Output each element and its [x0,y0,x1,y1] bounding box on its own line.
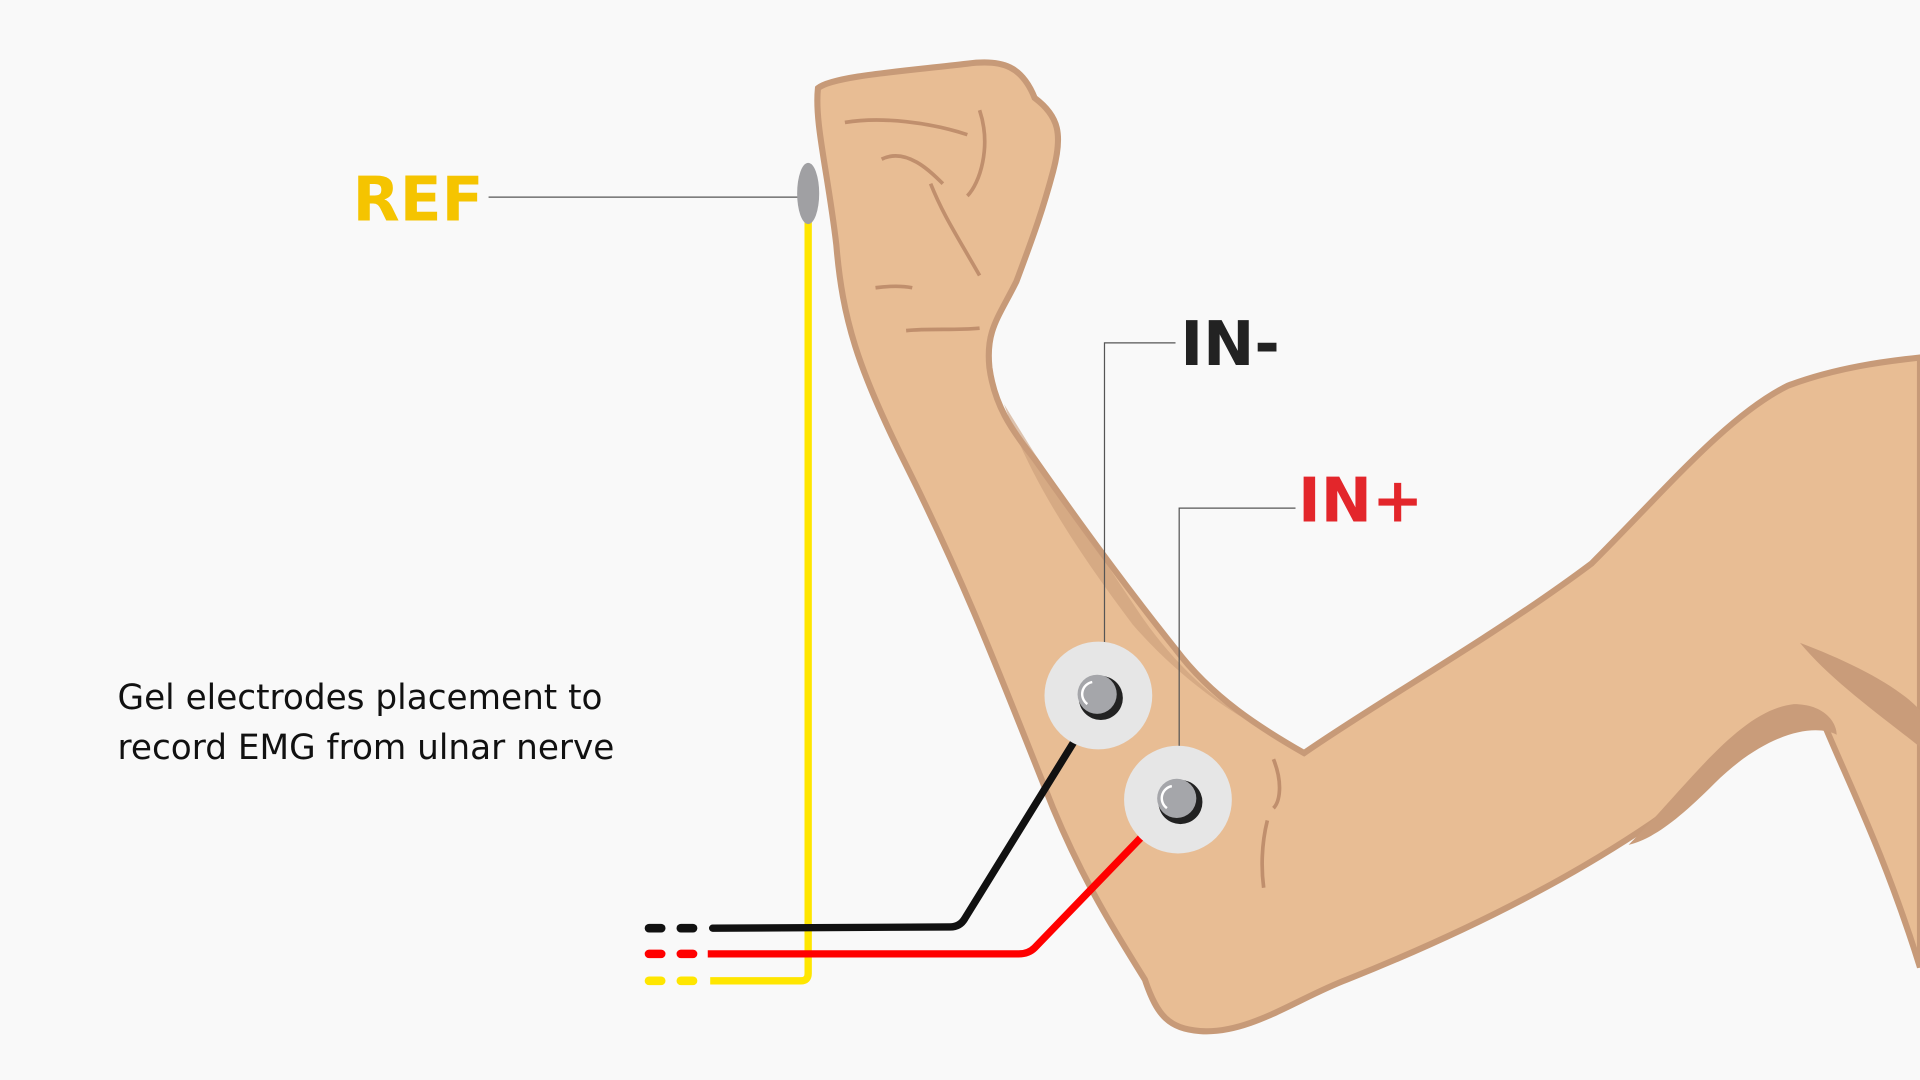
ref-electrode [797,162,820,225]
in-minus-label: IN- [1180,309,1279,380]
upper-arm-shadow [1628,642,1920,845]
in-plus-label: IN+ [1298,466,1423,537]
ref-label: REF [353,164,484,235]
caption-line-1: Gel electrodes placement to [118,678,603,718]
arm-illustration [814,59,1920,1035]
in-minus-electrode [1044,641,1153,750]
wire-dashes [644,923,698,986]
elbow-crease [1260,758,1282,888]
in-plus-wire [707,805,1173,958]
in-minus-leader-line [1103,342,1176,643]
fist-crease [844,109,987,333]
arm-shape [814,59,1920,1035]
caption-line-2: record EMG from ulnar nerve [118,728,615,768]
ref-wire [710,220,812,985]
in-minus-wire [708,706,1098,932]
in-plus-electrode [1124,745,1232,854]
in-plus-leader-line [1178,507,1296,750]
